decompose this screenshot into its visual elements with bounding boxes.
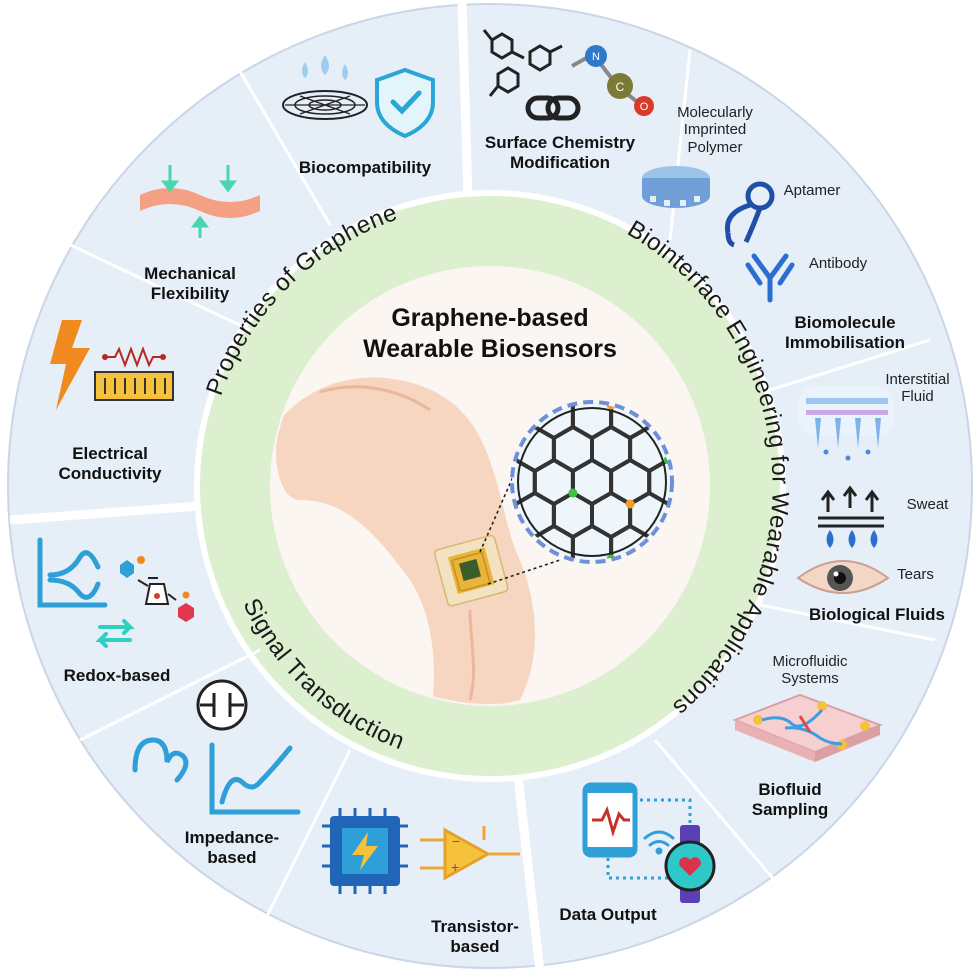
chain-link-icon xyxy=(525,95,581,121)
wifi-icon xyxy=(643,830,675,855)
label-transistor-based: Transistor- based xyxy=(431,917,519,956)
label-redox-based: Redox-based xyxy=(63,666,171,685)
isocyanate-molecule-icon: N C O xyxy=(571,45,654,116)
arm-illustration xyxy=(276,377,535,704)
smartphone-icon xyxy=(582,782,638,858)
sensor-patch xyxy=(433,534,509,607)
cyclic-voltammogram-icon xyxy=(37,537,108,608)
op-amp-icon: − + xyxy=(420,826,520,881)
label-microfluidic-systems: Microfluidic Systems xyxy=(772,653,848,688)
label-sweat: Sweat xyxy=(906,496,949,513)
label-biological-fluids: Biological Fluids xyxy=(808,605,945,624)
resistor-icon xyxy=(94,346,174,401)
eye-icon xyxy=(796,560,890,594)
chip-icon xyxy=(322,808,408,894)
label-aptamer: Aptamer xyxy=(783,182,841,199)
smartwatch-icon xyxy=(664,825,716,903)
aptamer-icon xyxy=(724,181,775,248)
nyquist-plot-icon xyxy=(132,737,189,783)
swap-arrows-icon xyxy=(95,619,135,648)
capacitor-icon xyxy=(196,679,248,731)
label-mip: Molecularly Imprinted Polymer xyxy=(677,104,753,156)
label-antibody: Antibody xyxy=(808,255,868,272)
mip-disc-icon xyxy=(642,166,710,208)
droplet-icon xyxy=(302,55,348,80)
svg-text:N: N xyxy=(592,51,600,63)
molecule-structures-icon xyxy=(482,29,563,97)
graphene-sheet-icon xyxy=(282,90,368,120)
label-mechanical-flexibility: Mechanical Flexibility xyxy=(144,264,236,303)
shield-check-icon xyxy=(375,67,435,139)
lightning-bolt-icon xyxy=(50,320,90,410)
label-tears: Tears xyxy=(897,566,934,583)
antibody-icon xyxy=(745,253,795,303)
svg-text:−: − xyxy=(452,833,460,849)
label-data-output: Data Output xyxy=(559,905,657,924)
svg-text:C: C xyxy=(616,80,625,94)
microfluidic-chip-icon xyxy=(732,693,883,762)
interstitial-fluid-icon xyxy=(798,386,894,461)
center-title: Graphene-based Wearable Biosensors xyxy=(363,304,617,364)
flexible-sheet-icon xyxy=(140,165,260,238)
label-interstitial-fluid: Interstitial Fluid xyxy=(885,371,950,406)
label-electrical-conductivity: Electrical Conductivity xyxy=(58,444,162,483)
lattice-atom xyxy=(625,499,635,509)
label-impedance-based: Impedance- based xyxy=(184,828,280,867)
lattice-atom xyxy=(568,488,578,498)
label-biofluid-sampling: Biofluid Sampling xyxy=(751,780,829,819)
label-surface-chemistry: Surface Chemistry Modification xyxy=(484,133,636,172)
sweat-icon xyxy=(818,485,884,548)
label-biomolecule-immobilisation: Biomolecule Immobilisation xyxy=(785,313,905,352)
label-biocompatibility: Biocompatibility xyxy=(298,158,432,177)
svg-text:O: O xyxy=(640,101,649,113)
flask-reaction-icon xyxy=(120,556,194,622)
dotted-connection-icon xyxy=(606,798,692,880)
impedance-graph-icon xyxy=(209,742,301,815)
svg-text:+: + xyxy=(451,859,459,875)
